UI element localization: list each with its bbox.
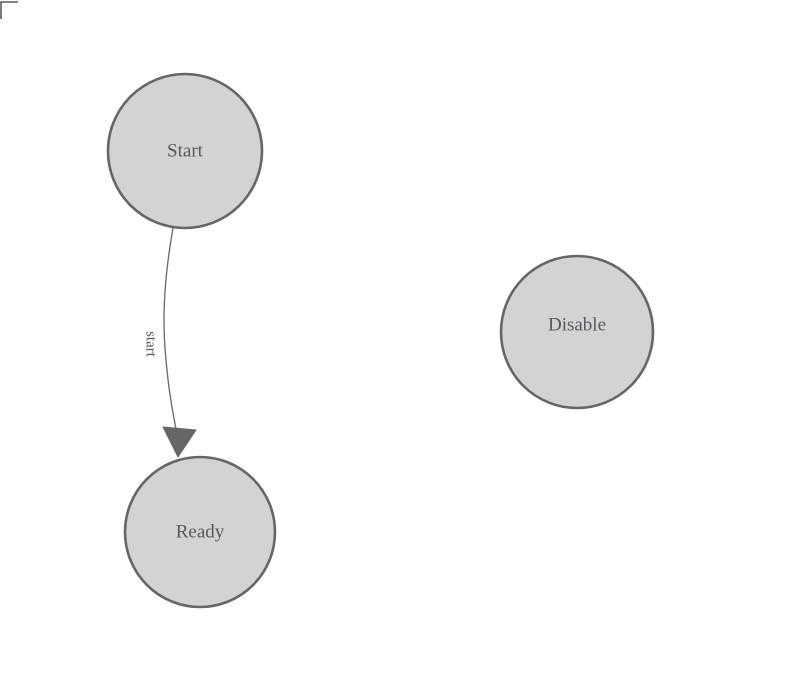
node-disable-label: Disable [548, 314, 606, 335]
node-disable-circle[interactable] [499, 254, 655, 410]
node-ready[interactable]: Ready [123, 455, 277, 609]
edge-start-to-ready[interactable]: start [143, 227, 197, 458]
edge-label-start: start [143, 331, 159, 358]
edge-line [163, 227, 179, 441]
node-disable[interactable]: Disable [499, 254, 655, 410]
node-start-circle[interactable] [106, 72, 264, 230]
selection-corner-bracket-icon [0, 1, 18, 19]
node-ready-circle[interactable] [123, 455, 277, 609]
node-ready-label: Ready [176, 521, 225, 542]
node-start[interactable]: Start [106, 72, 264, 230]
arrowhead-icon [162, 426, 197, 458]
node-start-label: Start [167, 140, 204, 161]
